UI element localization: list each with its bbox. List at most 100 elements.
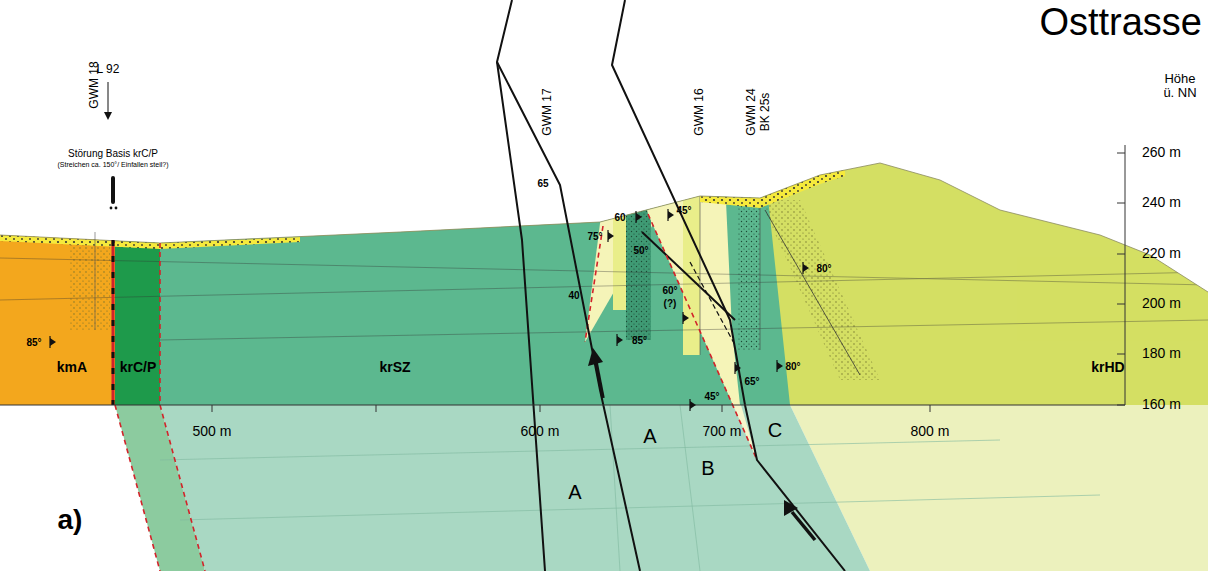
well-name: GWM 17 [541,88,554,135]
krcp-unit [115,0,160,405]
distance-value: 800 m [911,424,950,439]
tick [930,405,931,412]
distance-value: 700 m [703,424,742,439]
well-name: BK 25s [759,93,772,132]
dip-symbol [668,211,674,219]
tick [1117,405,1125,406]
dip-symbol [683,314,689,322]
borehole [112,240,115,405]
dip-angle: 40 [568,290,579,301]
fault-note: (Streichen ca. 150°/ Einfallen steil?) [58,161,169,169]
dot [110,207,113,210]
axis-ticks [212,153,1125,412]
log-column [613,200,626,310]
height-value: 180 m [1142,346,1181,361]
dip-angle: 80° [785,361,800,372]
dip-symbol [50,338,56,346]
dip-angle: 75° [587,231,602,242]
tick [1117,254,1125,255]
unit-name: krSZ [379,360,410,375]
unit-name: kmA [57,360,87,375]
dip-line [765,210,860,375]
log-column [738,190,760,350]
tick [212,405,213,412]
dip-angle: 65° [744,376,759,387]
block-letter: B [701,457,714,479]
krsz-lower [160,405,870,571]
grid-lines [160,405,1100,571]
height-value: 240 m [1142,195,1181,210]
dip-angle: 45° [676,205,691,216]
lower-ground [0,405,1208,571]
unit-name: krHD [1091,360,1124,375]
boundary-lines [115,214,757,571]
dip-angle: 85° [632,335,647,346]
krhd-unit [0,0,1208,405]
dip-angle: (?) [664,298,677,309]
height-value: 220 m [1142,246,1181,261]
dip-symbol [803,264,809,272]
tick [1117,354,1125,355]
dip-symbol [617,336,623,344]
ground-surface [0,163,1208,292]
dip-angle: 60° [662,285,677,296]
arrow-head [104,112,112,120]
height-value: 260 m [1142,145,1181,160]
base-line [0,405,1125,406]
panel-letter: a) [58,505,83,536]
fault-lines [497,0,845,571]
dip-symbol [777,362,783,370]
height-value: 200 m [1142,296,1181,311]
borehole-top [111,178,115,202]
log-column [626,200,651,340]
tick [1117,153,1125,154]
dip-symbols [50,209,809,411]
well-name: GWM 16 [693,88,706,135]
tick [722,405,723,412]
block-letter: C [768,419,782,441]
krcp-lower [115,405,205,571]
arrow-head [784,500,798,516]
height-value: 160 m [1142,397,1181,412]
well-line [760,198,761,350]
quaternary-cover [700,170,845,208]
block-letter: A [568,481,581,503]
well-name: GWM 24 [745,88,758,135]
krsz-unit [160,0,790,405]
dip-angle: 50° [633,245,648,256]
dip-angle: 65 [537,178,548,189]
tick [1117,203,1125,204]
dot [115,207,118,210]
dip-angle: 45° [704,391,719,402]
wedge-b [640,180,740,405]
fault-line [690,262,735,345]
dip-symbol [608,232,614,240]
well-line [95,232,96,330]
unit-name: krC/P [120,360,157,375]
dip-symbol [735,364,741,372]
dip-angle: 80° [816,263,831,274]
borehole [112,240,115,405]
movement-arrow [596,362,815,540]
borehole-name: L 92 [97,63,120,76]
kma-unit [0,0,115,405]
axis-title: Höhe ü. NN [1158,72,1202,101]
log-column [70,235,110,330]
title: Osttrasse [1039,2,1202,44]
dip-angle: 60 [614,212,625,223]
distance-value: 600 m [521,424,560,439]
fault-note: Störung Basis krC/P [68,148,158,159]
tick [1117,304,1125,305]
block-letter: A [643,425,656,447]
stippled-band [760,200,880,380]
tick [376,405,377,412]
dip-angle: 85° [26,337,41,348]
bedding-lines [0,258,1208,340]
upper-section [0,0,1208,405]
dip-symbol [636,213,642,221]
log-column [626,200,651,340]
dip-symbol [690,401,696,409]
arrow-head [588,348,603,366]
distance-value: 500 m [193,424,232,439]
